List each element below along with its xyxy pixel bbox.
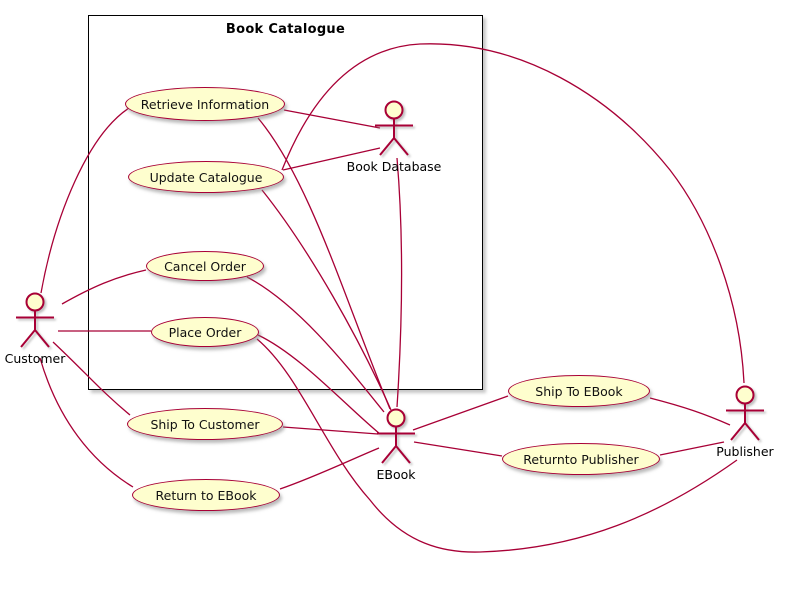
usecase-retrieve-information: Retrieve Information (125, 87, 285, 121)
actor-label: Customer (4, 351, 66, 366)
usecase-update-catalogue: Update Catalogue (128, 161, 284, 193)
stick-figure-icon (16, 292, 54, 348)
system-boundary: Book Catalogue (88, 15, 483, 390)
actor-label: Book Database (346, 159, 442, 174)
actor-ebook: EBook (361, 408, 431, 482)
usecase-cancel-order: Cancel Order (146, 251, 264, 281)
usecase-label: Place Order (168, 324, 242, 340)
usecase-label: Retrieve Information (140, 96, 270, 112)
usecase-label: Ship To EBook (535, 383, 623, 399)
usecase-ship-to-customer: Ship To Customer (127, 408, 283, 440)
actor-book-database: Book Database (347, 100, 441, 174)
usecase-label: Return to EBook (155, 487, 257, 503)
usecase-return-to-publisher: Returnto Publisher (502, 443, 660, 475)
usecase-label: Cancel Order (164, 258, 246, 274)
actor-customer: Customer (0, 292, 70, 366)
stick-figure-icon (375, 100, 413, 156)
actor-label: EBook (376, 467, 416, 482)
usecase-place-order: Place Order (151, 317, 259, 347)
actor-publisher: Publisher (710, 385, 780, 459)
stick-figure-icon (377, 408, 415, 464)
usecase-label: Returnto Publisher (523, 451, 639, 467)
usecase-return-to-ebook: Return to EBook (132, 479, 280, 511)
stick-figure-icon (726, 385, 764, 441)
usecase-ship-to-ebook: Ship To EBook (508, 375, 650, 407)
actor-label: Publisher (716, 444, 774, 459)
system-boundary-title: Book Catalogue (225, 22, 346, 37)
usecase-label: Update Catalogue (149, 169, 263, 185)
usecase-label: Ship To Customer (150, 416, 260, 432)
